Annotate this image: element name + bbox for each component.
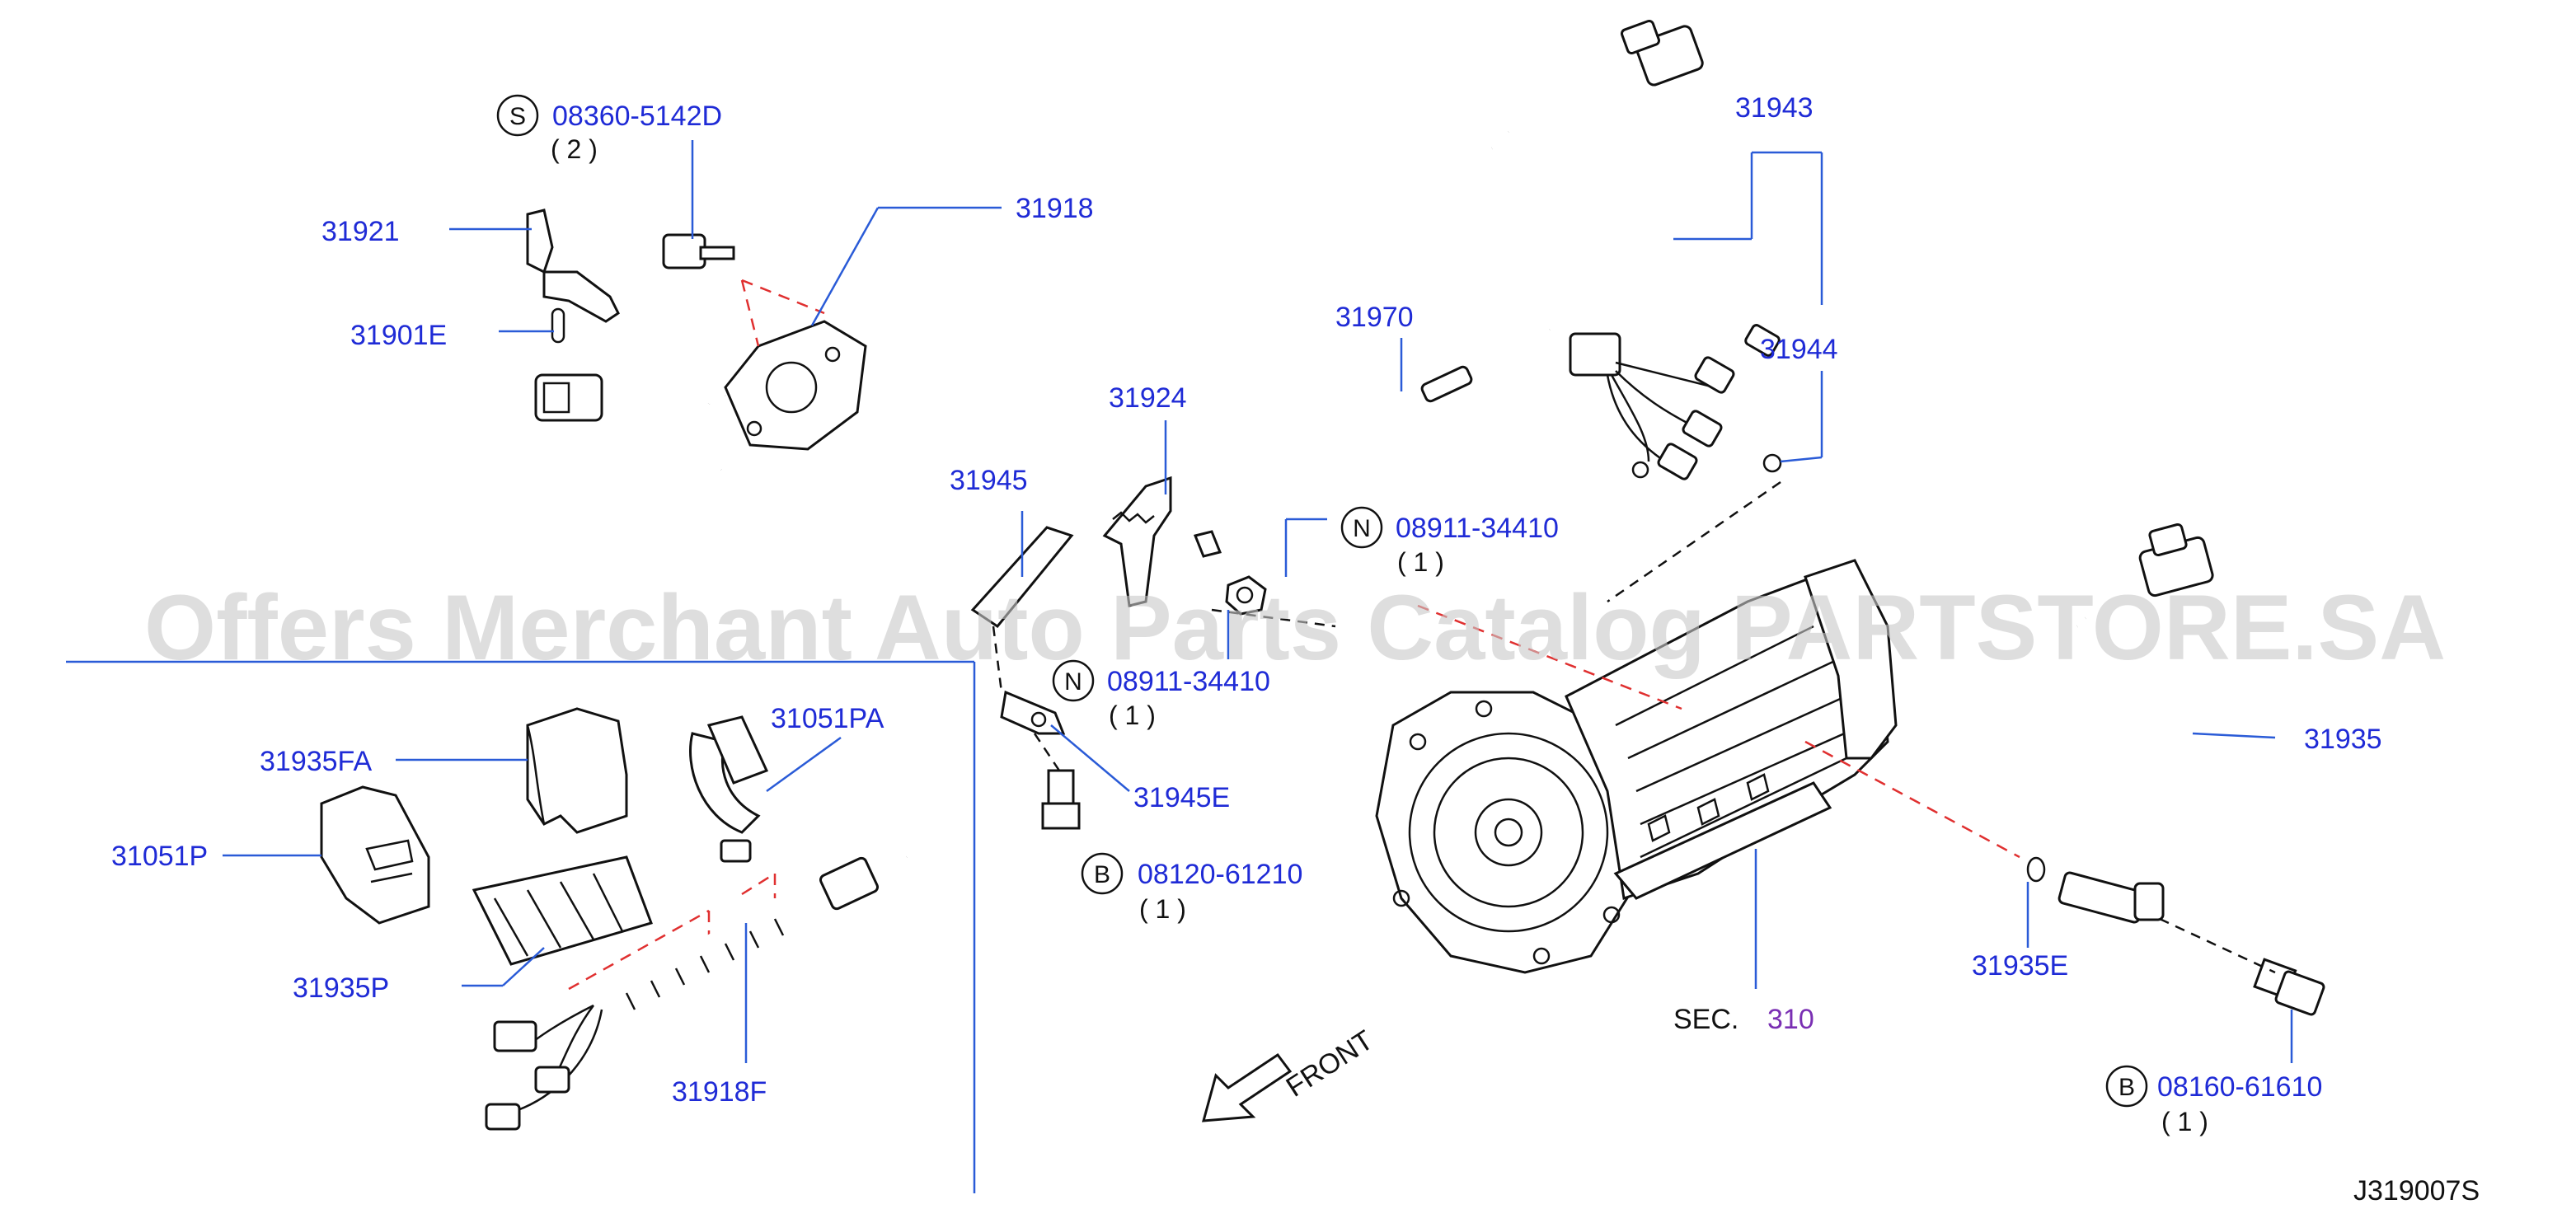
section-number[interactable]: 310 (1767, 1004, 1814, 1035)
label-31945[interactable]: 31945 (950, 465, 1028, 496)
fastener-qty: ( 1 ) (1109, 701, 1156, 730)
bracket-assembly (970, 476, 1267, 830)
diagram-code: J319007S (2353, 1175, 2480, 1207)
label-31924[interactable]: 31924 (1109, 382, 1187, 414)
harness-31943 (1423, 19, 1782, 480)
front-arrow (1201, 1052, 1293, 1122)
label-31921[interactable]: 31921 (321, 216, 400, 247)
label-31051P[interactable]: 31051P (111, 841, 208, 872)
label-31918[interactable]: 31918 (1016, 193, 1094, 224)
fastener-mark: S (509, 103, 526, 130)
label-31935[interactable]: 31935 (2304, 724, 2382, 755)
fastener-qty: ( 1 ) (2161, 1107, 2208, 1136)
fastener-n-08911-a[interactable]: N 08911-34410 ( 1 ) (1340, 506, 1559, 577)
control-cable (1193, 326, 1551, 558)
bolt-08360 (662, 233, 735, 269)
fastener-n-08911-b[interactable]: N 08911-34410 ( 1 ) (1052, 659, 1270, 730)
fastener-part-number: 08120-61210 (1138, 859, 1302, 890)
label-31943[interactable]: 31943 (1735, 92, 1814, 124)
label-31051PA[interactable]: 31051PA (771, 703, 884, 734)
leader-lines (223, 140, 2293, 1063)
manual-lever-part (526, 209, 620, 344)
speed-sensor-harness (1939, 522, 2325, 1016)
fastener-qty: ( 1 ) (1397, 547, 1444, 577)
fastener-mark: B (1094, 861, 1110, 888)
front-label: FRONT (1281, 1024, 1379, 1104)
fastener-callouts: S 08360-5142D ( 2 ) N 08911-34410 ( 1 ) … (496, 94, 2322, 1136)
fastener-part-number: 08360-5142D (552, 101, 722, 132)
label-31935P[interactable]: 31935P (293, 972, 389, 1004)
label-31935E[interactable]: 31935E (1972, 950, 2068, 982)
inset-frame (66, 660, 976, 1193)
transmission-assembly (1375, 559, 1898, 974)
section-reference[interactable]: SEC. 310 (1673, 1004, 1814, 1035)
fastener-mark: N (1064, 668, 1082, 696)
fastener-qty: ( 2 ) (551, 134, 598, 164)
label-31944[interactable]: 31944 (1760, 334, 1838, 365)
sub-harness-31918F (485, 849, 911, 1131)
fastener-mark: N (1353, 515, 1371, 542)
label-31945E[interactable]: 31945E (1133, 782, 1230, 813)
part-labels: 31943 31944 31970 31918 31921 31901E 319… (111, 92, 2382, 1108)
fastener-qty: ( 1 ) (1139, 894, 1186, 924)
section-prefix: SEC. (1673, 1004, 1738, 1035)
label-31901E[interactable]: 31901E (350, 320, 447, 351)
inset-clips (320, 707, 769, 966)
fastener-mark: B (2119, 1074, 2135, 1101)
label-31918F[interactable]: 31918F (672, 1076, 767, 1108)
label-31970[interactable]: 31970 (1335, 302, 1414, 333)
fastener-part-number: 08160-61610 (2157, 1071, 2322, 1103)
fastener-b-08160[interactable]: B 08160-61610 ( 1 ) (2105, 1065, 2322, 1136)
watermark: Offers Merchant Auto Parts Catalog PARTS… (144, 576, 2446, 679)
fastener-b-08120[interactable]: B 08120-61210 ( 1 ) (1081, 852, 1302, 924)
fastener-part-number: 08911-34410 (1396, 513, 1559, 544)
inhibitor-switch-assembly (534, 320, 867, 472)
fastener-part-number: 08911-34410 (1107, 666, 1270, 697)
label-31935FA[interactable]: 31935FA (260, 746, 372, 777)
fastener-s-08360[interactable]: S 08360-5142D ( 2 ) (496, 94, 722, 164)
